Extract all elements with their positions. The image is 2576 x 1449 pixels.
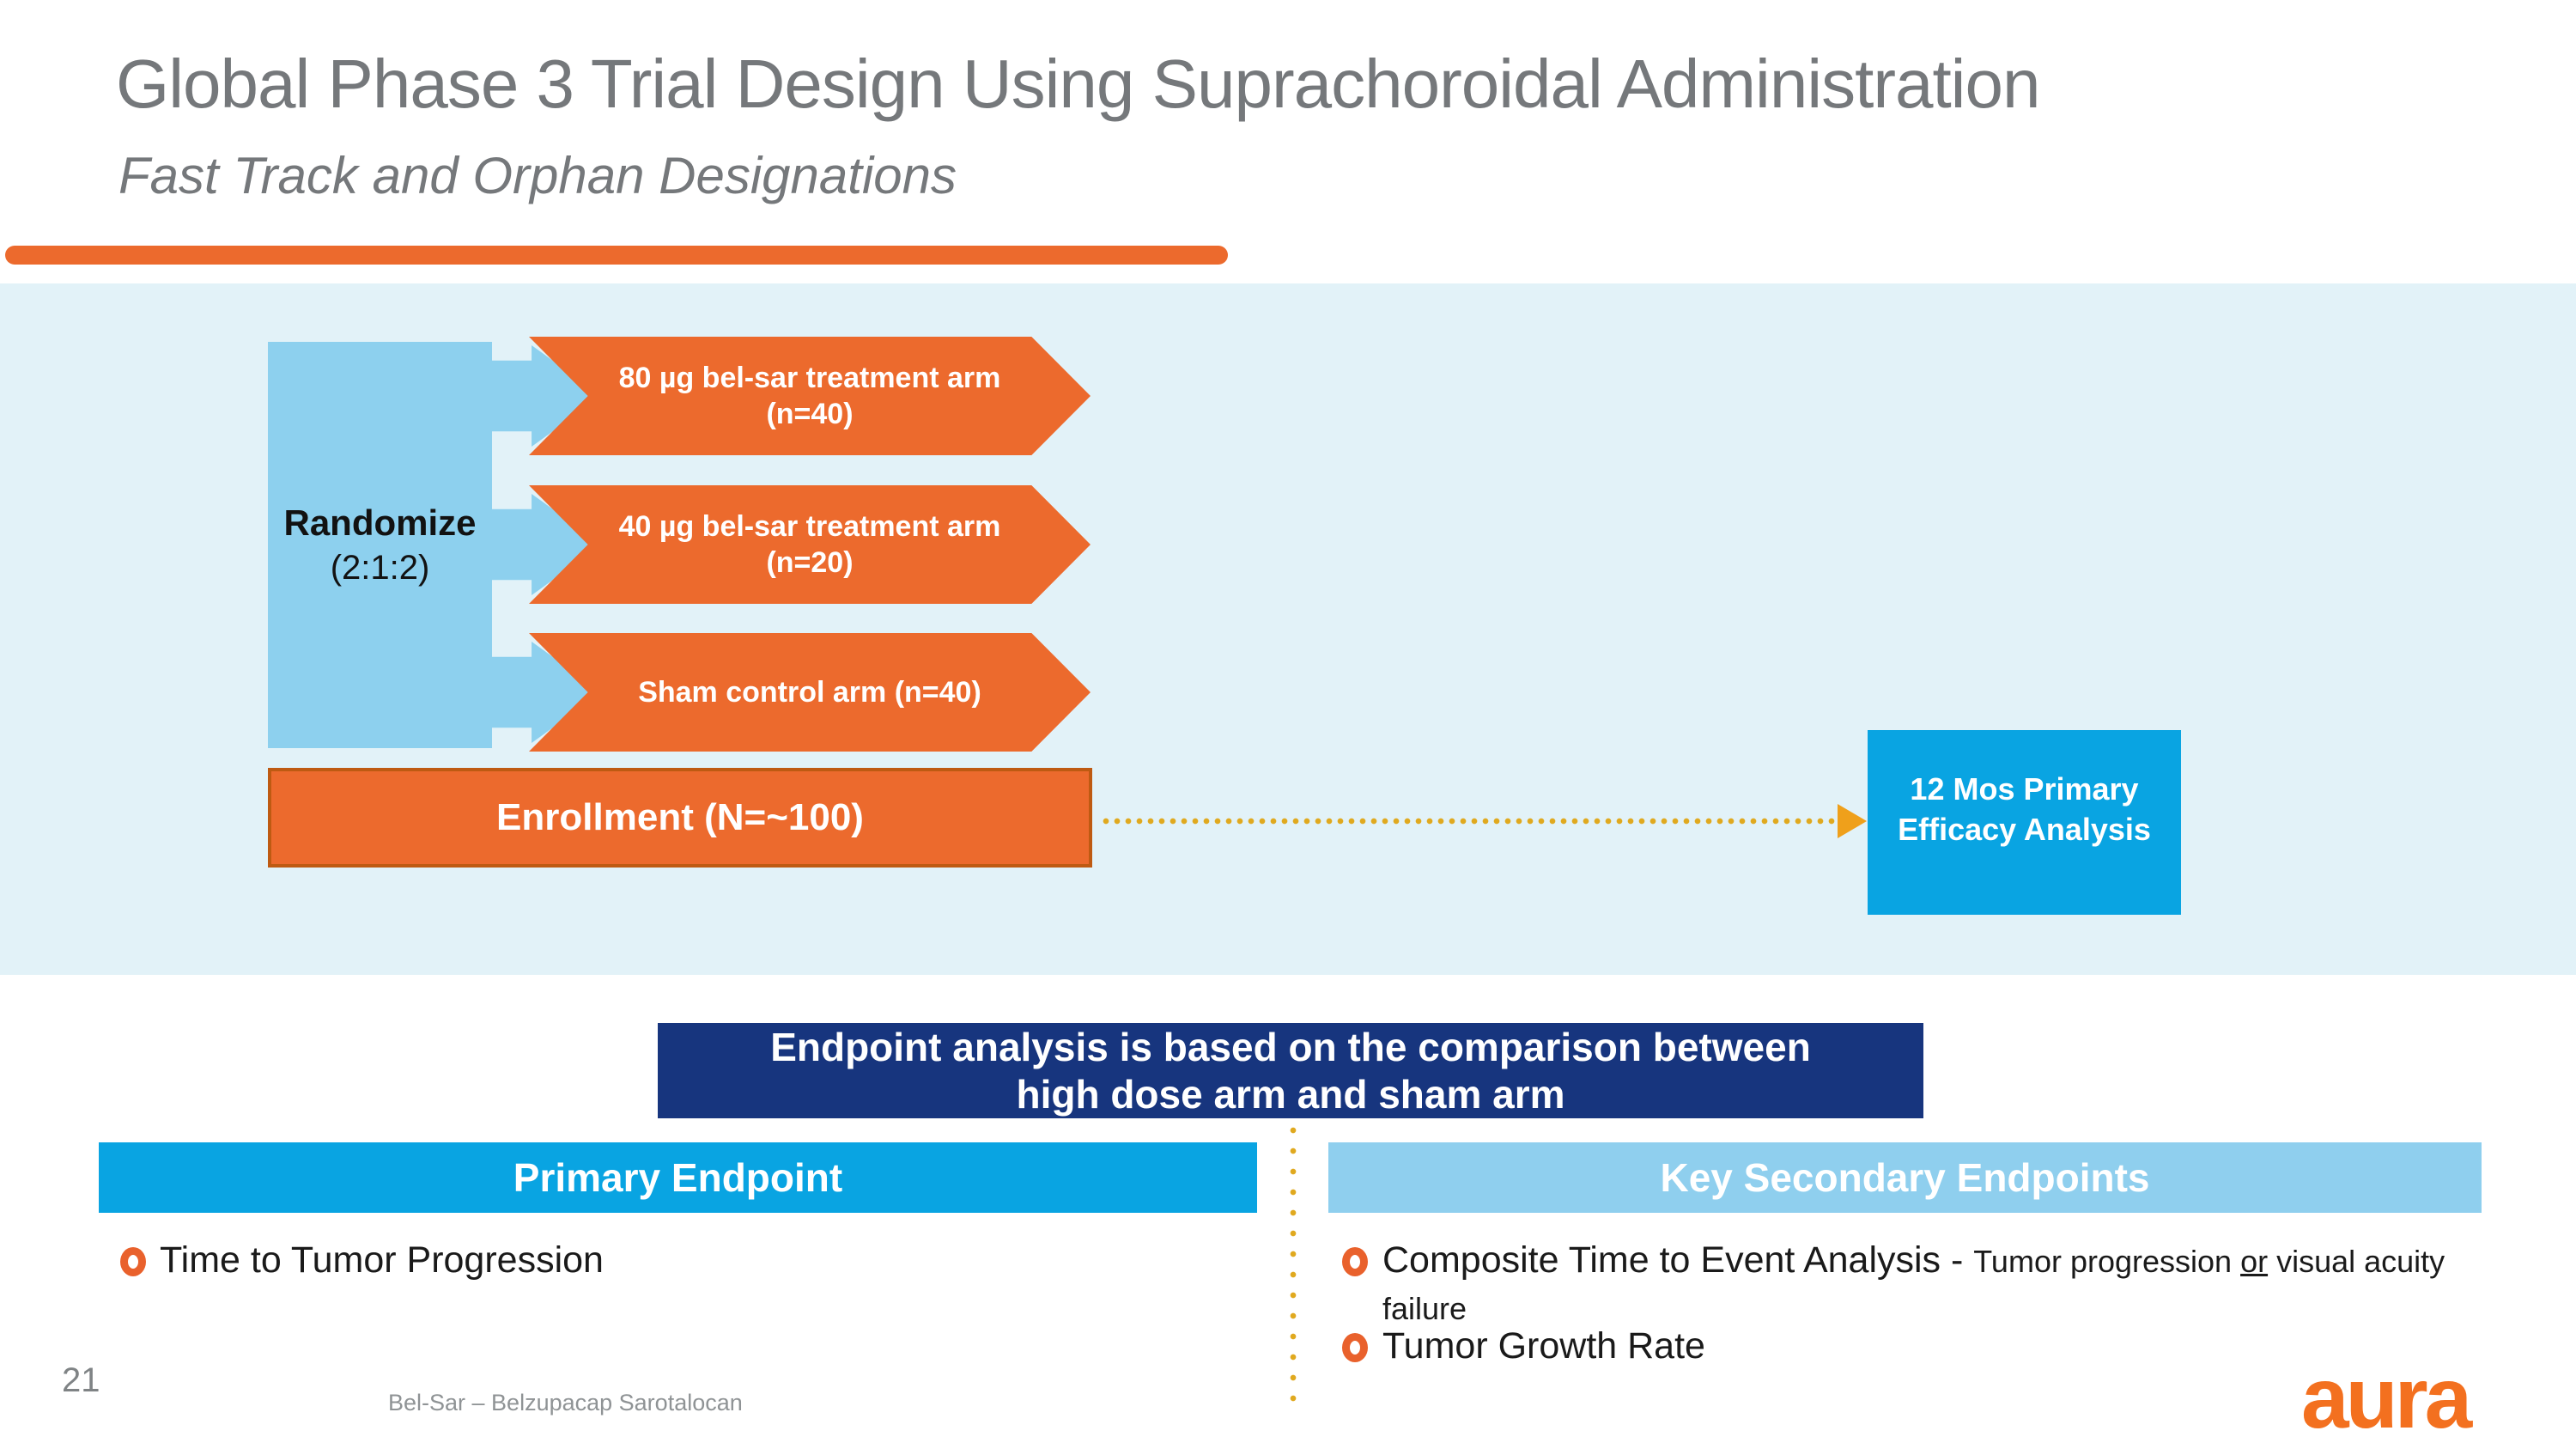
secondary-endpoint-item-1: Composite Time to Event Analysis - Tumor… — [1382, 1237, 2499, 1331]
accent-bar — [5, 246, 1228, 265]
treatment-arm-80ug: 80 µg bel-sar treatment arm (n=40) — [529, 337, 1091, 455]
sham-control-arm: Sham control arm (n=40) — [529, 633, 1091, 752]
arm-label-line1: 40 µg bel-sar treatment arm — [618, 509, 1001, 543]
primary-endpoint-header: Primary Endpoint — [99, 1142, 1257, 1213]
primary-endpoint-item-text: Time to Tumor Progression — [160, 1239, 604, 1281]
ring-bullet-icon — [1342, 1333, 1368, 1362]
banner-line2: high dose arm and sham arm — [1016, 1071, 1565, 1117]
page-title: Global Phase 3 Trial Design Using Suprac… — [116, 46, 2040, 122]
arrowhead-icon — [1838, 804, 1867, 838]
arm-label-line2: (n=40) — [766, 398, 854, 430]
arm-label-line2: (n=20) — [766, 546, 854, 579]
secondary-endpoint-item-2: Tumor Growth Rate — [1382, 1323, 1705, 1370]
ring-bullet-icon — [1342, 1247, 1368, 1276]
dotted-timeline-connector — [1103, 818, 1838, 825]
randomize-label: Randomize — [283, 502, 477, 543]
composite-analysis-detail-or: or — [2240, 1244, 2269, 1279]
footer-note: Bel-Sar – Belzupacap Sarotalocan — [388, 1390, 743, 1416]
randomize-box: Randomize (2:1:2) — [268, 342, 492, 748]
composite-analysis-main: Composite Time to Event Analysis - — [1382, 1239, 1974, 1281]
arm-label-line1: Sham control arm (n=40) — [638, 675, 981, 709]
enrollment-label: Enrollment (N=~100) — [496, 796, 864, 838]
treatment-arm-40ug: 40 µg bel-sar treatment arm (n=20) — [529, 485, 1091, 604]
key-secondary-endpoints-header-label: Key Secondary Endpoints — [1660, 1155, 2150, 1200]
aura-logo: aura — [2301, 1350, 2472, 1446]
enrollment-box: Enrollment (N=~100) — [268, 768, 1092, 868]
page-number: 21 — [62, 1361, 100, 1399]
ring-bullet-icon — [120, 1247, 146, 1276]
key-secondary-endpoints-header: Key Secondary Endpoints — [1328, 1142, 2482, 1213]
composite-analysis-detail-after: visual acuity failure — [1382, 1244, 2445, 1327]
analysis-line1: 12 Mos Primary — [1910, 770, 2139, 807]
banner-line1: Endpoint analysis is based on the compar… — [770, 1025, 1811, 1070]
primary-endpoint-item: Time to Tumor Progression — [160, 1237, 604, 1284]
endpoint-analysis-banner: Endpoint analysis is based on the compar… — [658, 1023, 1923, 1118]
tumor-growth-rate-text: Tumor Growth Rate — [1382, 1325, 1705, 1367]
primary-efficacy-analysis-box: 12 Mos Primary Efficacy Analysis — [1868, 730, 2181, 915]
arm-label-line1: 80 µg bel-sar treatment arm — [618, 361, 1001, 394]
randomize-ratio: (2:1:2) — [330, 549, 430, 587]
page-subtitle: Fast Track and Orphan Designations — [118, 147, 957, 204]
dotted-column-divider — [1290, 1127, 1297, 1410]
primary-endpoint-header-label: Primary Endpoint — [513, 1155, 843, 1200]
composite-analysis-detail: Tumor progression — [1973, 1244, 2241, 1279]
analysis-line2: Efficacy Analysis — [1898, 811, 2151, 847]
